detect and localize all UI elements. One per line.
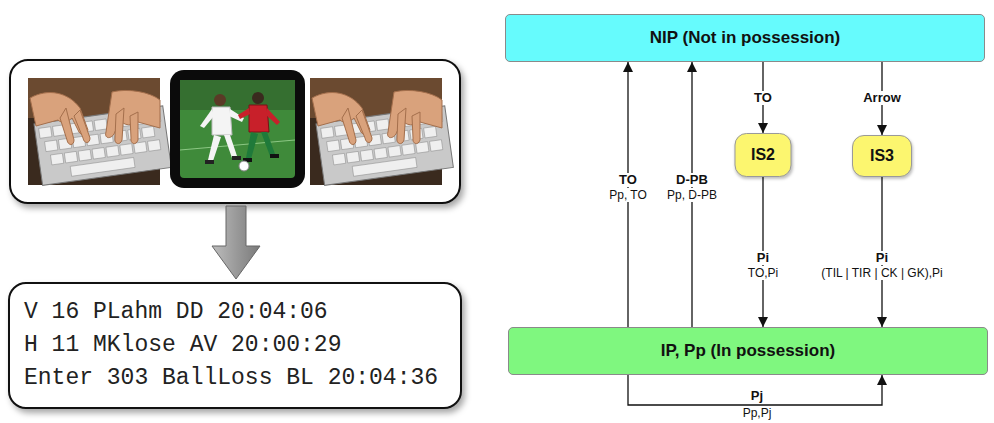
node-text: IS3 bbox=[870, 147, 894, 165]
action-label: (TIL | TIR | CK | GK),Pi bbox=[819, 266, 944, 280]
node-text: H 11 MKlose AV 20:00:29 bbox=[24, 329, 446, 362]
node-text: V 16 PLahm DD 20:04:06 bbox=[24, 296, 446, 329]
state-box: IS3 bbox=[852, 135, 912, 177]
node-text: IP, Pp (In possession) bbox=[661, 341, 835, 361]
edge-label: D-PB bbox=[674, 173, 710, 187]
edge-label: Pi bbox=[755, 251, 771, 265]
state-band: IP, Pp (In possession) bbox=[508, 327, 988, 375]
node-text: NIP (Not in possession) bbox=[650, 28, 841, 48]
transition-arrow bbox=[628, 375, 882, 405]
node-text: Enter 303 BallLoss BL 20:04:36 bbox=[24, 362, 446, 395]
action-label: TO,Pi bbox=[746, 266, 780, 280]
flow-arrow bbox=[212, 206, 260, 279]
edge-label: Pj bbox=[749, 389, 765, 403]
typing-photo bbox=[28, 78, 171, 185]
state-box: IS2 bbox=[735, 133, 792, 177]
log-box: V 16 PLahm DD 20:04:06H 11 MKlose AV 20:… bbox=[8, 282, 462, 409]
typing-photo bbox=[310, 78, 453, 185]
image-panel bbox=[10, 60, 460, 203]
edge-label: Pi bbox=[874, 251, 890, 265]
action-label: Pp, D-PB bbox=[665, 188, 719, 202]
action-label: Pp, TO bbox=[607, 188, 649, 202]
edge-label: Arrow bbox=[861, 91, 903, 105]
football-photo bbox=[170, 70, 305, 188]
edge-label: TO bbox=[752, 91, 774, 105]
action-label: Pp,Pj bbox=[741, 406, 774, 420]
edge-label: TO bbox=[617, 173, 639, 187]
node-text: IS2 bbox=[751, 146, 775, 164]
state-band: NIP (Not in possession) bbox=[505, 14, 985, 62]
